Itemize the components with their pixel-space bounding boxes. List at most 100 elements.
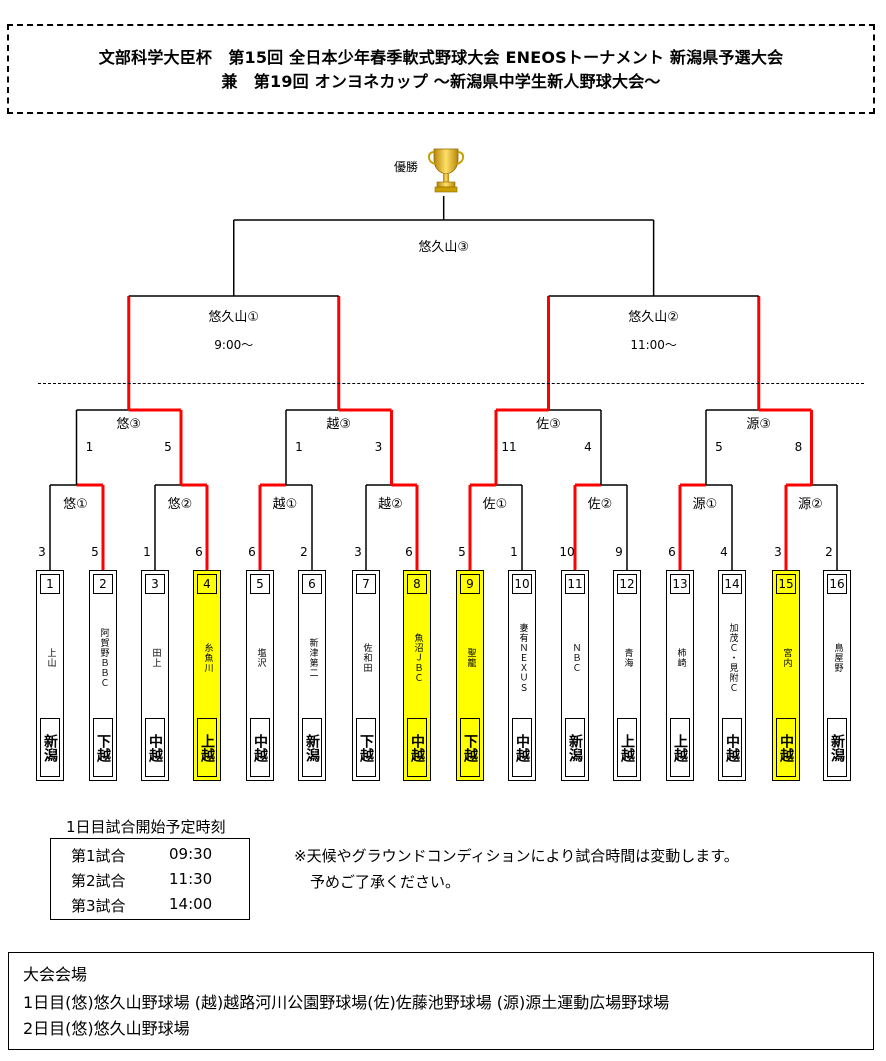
team-region: 上越 <box>670 718 690 777</box>
team-card: 15 宮内中越 <box>772 570 800 781</box>
r1-match-label: 源② <box>798 497 823 512</box>
r1-match-label: 源① <box>692 497 718 512</box>
team-name: 糸魚川 <box>202 643 213 673</box>
r1-right-score: 2 <box>825 545 833 559</box>
team-card: 2 阿賀野ＢＢＣ 下越 <box>89 570 117 781</box>
team-number: 9 <box>460 574 480 594</box>
team-number: 2 <box>93 574 113 594</box>
champion-label: 優勝 <box>393 160 419 174</box>
sf-match-label: 悠久山① <box>208 310 260 325</box>
team-card: 14 加茂Ｃ・見附Ｃ 中越 <box>718 570 746 781</box>
team-name: 魚沼ＪＢＣ <box>412 633 423 683</box>
qf-left-score: 5 <box>715 440 723 454</box>
team-name: 柿崎 <box>675 648 686 668</box>
qf-right-score: 4 <box>584 440 592 454</box>
team-number: 12 <box>617 574 637 594</box>
r1-match-label: 悠② <box>167 497 193 512</box>
r1-left-score: 6 <box>668 545 676 559</box>
team-number: 11 <box>565 574 585 594</box>
notice-line-1: ※天候やグラウンドコンディションにより試合時間は変動します。 <box>294 847 739 865</box>
qf-right-score: 5 <box>164 440 172 454</box>
final-match-label: 悠久山③ <box>418 240 470 255</box>
team-name: 宮内 <box>781 648 792 668</box>
team-card: 13 柿崎上越 <box>666 570 694 781</box>
schedule-time: 11:30 <box>169 870 213 888</box>
schedule-time: 14:00 <box>169 895 213 913</box>
schedule-row: 第3試合 14:00 <box>71 895 212 916</box>
title-line-1: 文部科学大臣杯 第15回 全日本少年春季軟式野球大会 ENEOSトーナメント 新… <box>98 48 784 67</box>
r1-left-score: 3 <box>354 545 362 559</box>
schedule-table: 第1試合 09:30 第2試合 11:30 第3試合 14:00 <box>50 838 250 920</box>
qf-match-label: 佐③ <box>536 417 561 432</box>
r1-match-label: 越① <box>272 497 298 512</box>
schedule-title: 1日目試合開始予定時刻 <box>66 818 226 836</box>
team-name: 塩沢 <box>255 648 266 668</box>
team-number: 6 <box>302 574 322 594</box>
schedule-game-label: 第1試合 <box>71 847 126 865</box>
r1-match-label: 佐① <box>482 497 508 512</box>
r1-left-score: 1 <box>143 545 151 559</box>
team-name: 新津第二 <box>307 638 318 678</box>
team-region: 中越 <box>722 718 742 777</box>
team-name: ＮＢＣ <box>570 643 581 673</box>
qf-match-label: 源③ <box>746 417 772 432</box>
team-region: 中越 <box>776 718 796 777</box>
team-card: 1 上山新潟 <box>36 570 64 781</box>
team-region: 上越 <box>617 718 637 777</box>
team-number: 14 <box>722 574 742 594</box>
team-number: 16 <box>827 574 847 594</box>
tournament-bracket <box>49 196 838 570</box>
qf-left-score: 1 <box>295 440 303 454</box>
team-number: 15 <box>776 574 796 594</box>
team-region: 中越 <box>145 718 165 777</box>
r1-left-score: 6 <box>248 545 256 559</box>
schedule-row: 第2試合 11:30 <box>71 870 212 891</box>
team-region: 新潟 <box>827 718 847 777</box>
team-region: 上越 <box>197 718 217 777</box>
r1-left-score: 5 <box>458 545 466 559</box>
r1-right-score: 6 <box>195 545 203 559</box>
team-region: 中越 <box>250 718 270 777</box>
team-name: 上山 <box>45 648 56 668</box>
venue-title: 大会会場 <box>23 965 88 984</box>
r1-match-label: 悠① <box>63 497 88 512</box>
r1-left-score: 3 <box>774 545 782 559</box>
team-name: 鳥屋野 <box>832 643 843 673</box>
team-region: 下越 <box>93 718 113 777</box>
team-number: 1 <box>40 574 60 594</box>
team-card: 3 田上中越 <box>141 570 169 781</box>
venue-day1: 1日目(悠)悠久山野球場 (越)越路河川公園野球場(佐)佐藤池野球場 (源)源土… <box>23 993 670 1012</box>
r1-right-score: 9 <box>615 545 623 559</box>
team-number: 3 <box>145 574 165 594</box>
team-name: 妻有ＮＥＸＵＳ <box>517 623 528 693</box>
team-name: 聖籠 <box>465 648 476 668</box>
team-region: 新潟 <box>40 718 60 777</box>
schedule-row: 第1試合 09:30 <box>71 845 212 866</box>
team-name: 田上 <box>150 648 161 668</box>
notice-line-2: 予めご了承ください。 <box>310 873 461 891</box>
qf-match-label: 越③ <box>326 417 352 432</box>
r1-left-score: 3 <box>38 545 46 559</box>
title-box: 文部科学大臣杯 第15回 全日本少年春季軟式野球大会 ENEOSトーナメント 新… <box>7 24 875 114</box>
trophy-icon <box>427 148 465 193</box>
team-number: 13 <box>670 574 690 594</box>
team-name: 加茂Ｃ・見附Ｃ <box>727 623 738 693</box>
venue-day2: 2日目(悠)悠久山野球場 <box>23 1019 190 1038</box>
team-region: 中越 <box>512 718 532 777</box>
team-region: 下越 <box>356 718 376 777</box>
title-line-2: 兼 第19回 オンヨネカップ ～新潟県中学生新人野球大会～ <box>221 72 661 91</box>
team-name: 阿賀野ＢＢＣ <box>98 628 109 688</box>
r1-right-score: 2 <box>300 545 308 559</box>
team-number: 8 <box>407 574 427 594</box>
r1-left-score: 10 <box>559 545 575 559</box>
team-card: 16 鳥屋野新潟 <box>823 570 851 781</box>
team-number: 7 <box>356 574 376 594</box>
sf-match-label: 悠久山② <box>628 310 679 325</box>
